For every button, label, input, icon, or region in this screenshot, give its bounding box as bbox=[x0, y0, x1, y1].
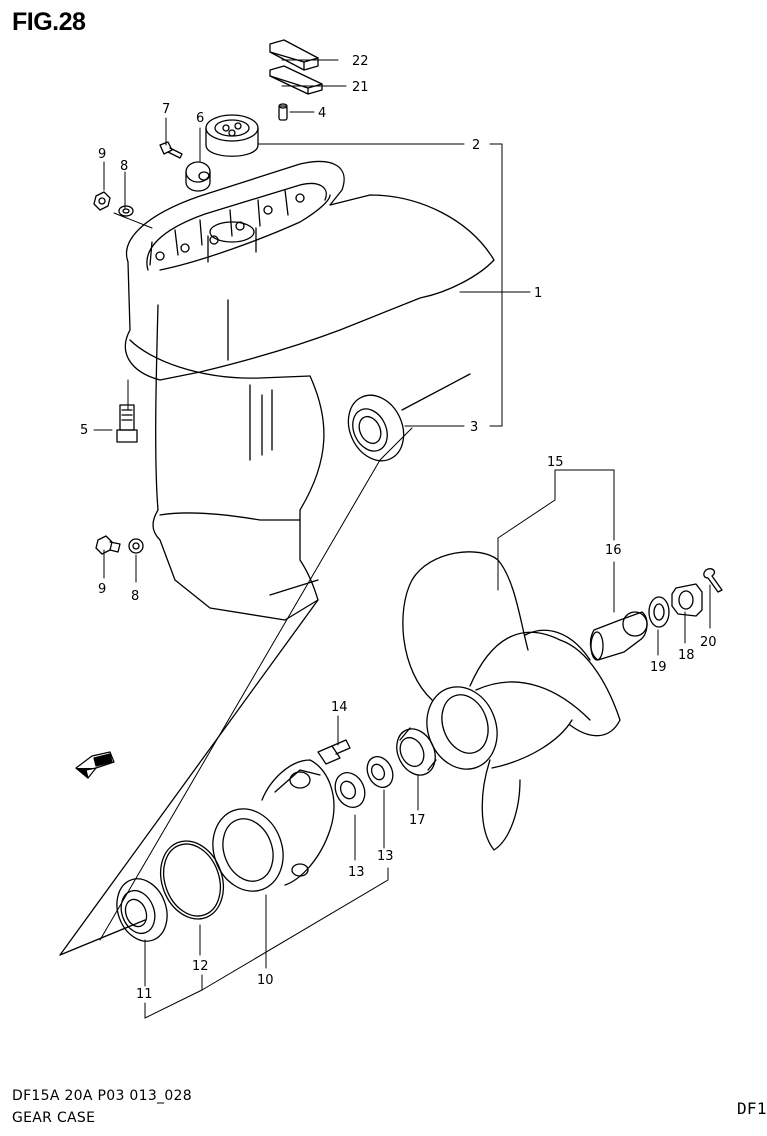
callout-7: 7 bbox=[162, 102, 170, 117]
assembly-outline-mid bbox=[99, 427, 413, 941]
assembly-outline-bottom bbox=[59, 919, 146, 956]
oil-seal-13-a bbox=[366, 755, 394, 789]
callout-16: 16 bbox=[605, 543, 622, 558]
callout-13-right: 13 bbox=[377, 849, 394, 864]
nut-9-top bbox=[93, 191, 111, 211]
model-code: DF15A 20A P03 013_028 bbox=[12, 1088, 192, 1104]
callout-18: 18 bbox=[678, 648, 695, 663]
callout-3: 3 bbox=[470, 420, 478, 435]
callout-6: 6 bbox=[196, 111, 204, 126]
gear-case-housing bbox=[124, 160, 495, 621]
washer-8-top bbox=[118, 205, 134, 217]
bearing-11 bbox=[116, 878, 168, 942]
callout-8-mid: 8 bbox=[131, 589, 139, 604]
callout-2: 2 bbox=[472, 138, 480, 153]
callout-20: 20 bbox=[700, 635, 717, 650]
bolt-14 bbox=[317, 739, 351, 765]
callout-1: 1 bbox=[534, 286, 542, 301]
callout-8-top: 8 bbox=[120, 159, 128, 174]
callout-21: 21 bbox=[352, 80, 369, 95]
section-name: GEAR CASE bbox=[12, 1110, 96, 1126]
callout-15: 15 bbox=[547, 455, 564, 470]
bearing-2 bbox=[205, 114, 259, 157]
callout-11: 11 bbox=[136, 987, 153, 1002]
callout-9-mid: 9 bbox=[98, 582, 106, 597]
page-code: DF1 bbox=[737, 1099, 767, 1118]
callout-12: 12 bbox=[192, 959, 209, 974]
callout-19: 19 bbox=[650, 660, 667, 675]
rubber-strip-22 bbox=[269, 39, 319, 71]
dowel-pin-4 bbox=[278, 103, 288, 121]
cotter-pin-20 bbox=[703, 568, 723, 593]
callout-labels: 22 21 4 7 6 2 9 8 1 5 3 15 16 9 8 20 18 … bbox=[80, 54, 717, 1002]
bolt-5 bbox=[116, 404, 138, 443]
callout-13-left: 13 bbox=[348, 865, 365, 880]
castle-nut-18 bbox=[671, 583, 703, 617]
oil-seal-13-b bbox=[334, 771, 366, 809]
thrust-washer-17 bbox=[396, 727, 437, 776]
nut-9-mid bbox=[95, 535, 121, 555]
callout-9-top: 9 bbox=[98, 147, 106, 162]
figure-title: FIG.28 bbox=[12, 8, 86, 36]
washer-8-mid bbox=[128, 538, 144, 554]
bolt-7 bbox=[159, 141, 183, 159]
callout-10: 10 bbox=[257, 973, 274, 988]
callout-17: 17 bbox=[409, 813, 426, 828]
rubber-strip-21 bbox=[269, 65, 323, 95]
bushing-6 bbox=[185, 161, 211, 192]
callout-22: 22 bbox=[352, 54, 369, 69]
bearing-housing-10 bbox=[212, 759, 335, 892]
spacer-16 bbox=[589, 611, 648, 661]
o-ring-12 bbox=[160, 840, 224, 920]
front-direction-arrow-icon bbox=[75, 751, 115, 779]
callout-5: 5 bbox=[80, 423, 88, 438]
callout-14: 14 bbox=[331, 700, 348, 715]
oil-seal-3 bbox=[347, 394, 405, 462]
assembly-outline-left bbox=[59, 599, 319, 956]
callout-4: 4 bbox=[318, 106, 326, 121]
leader-lines bbox=[93, 59, 711, 1019]
propeller-15 bbox=[402, 551, 621, 851]
washer-19 bbox=[648, 596, 670, 628]
